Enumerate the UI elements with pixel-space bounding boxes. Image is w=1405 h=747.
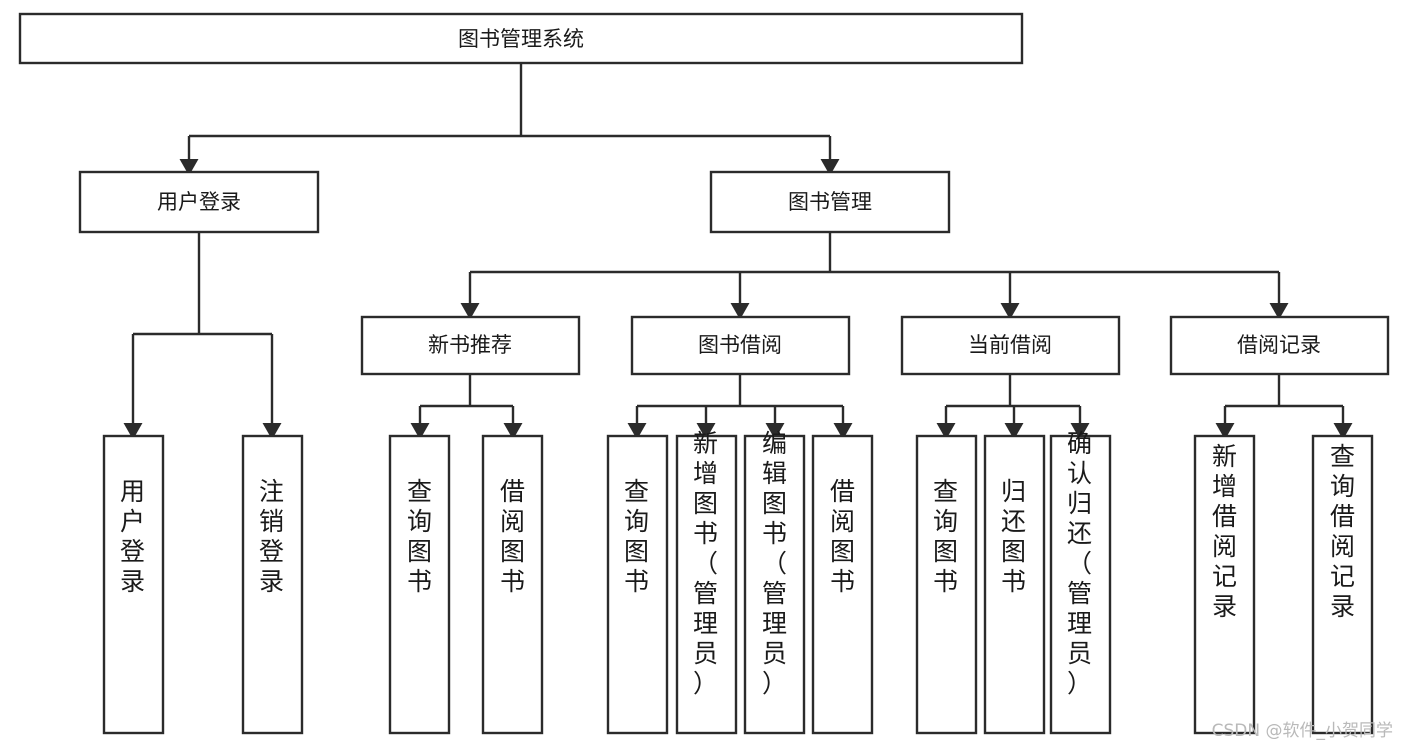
node-new-book-recommend-label: 新书推荐 <box>428 333 512 357</box>
leaf-book-borrow-1[interactable] <box>606 434 669 735</box>
node-book-manage[interactable]: 图书管理 <box>709 170 951 234</box>
leaf-user-login-1[interactable] <box>102 434 165 735</box>
leaf-user-login-2-box[interactable] <box>241 434 304 735</box>
leaf-user-login-2[interactable] <box>241 434 304 735</box>
leaf-current-borrow-3[interactable] <box>1049 434 1112 735</box>
leaf-book-borrow-2-label: 新增图书（管理员） <box>693 429 719 698</box>
leaf-book-borrow-1-label: 查询图书 <box>624 477 650 596</box>
leaf-book-borrow-2-box[interactable] <box>675 434 738 735</box>
connector-layer <box>123 63 1353 440</box>
leaf-user-login-2-label: 注销登录 <box>259 477 285 596</box>
node-borrow-record[interactable]: 借阅记录 <box>1169 315 1390 376</box>
leaf-new-book-1-label: 查询图书 <box>407 477 433 596</box>
leaf-borrow-record-2[interactable] <box>1311 434 1374 735</box>
node-current-borrow[interactable]: 当前借阅 <box>900 315 1121 376</box>
leaf-current-borrow-3-label: 确认归还（管理员） <box>1067 429 1093 698</box>
leaf-borrow-record-2-label: 查询借阅记录 <box>1330 442 1356 621</box>
node-book-borrow[interactable]: 图书借阅 <box>630 315 851 376</box>
node-new-book-recommend[interactable]: 新书推荐 <box>360 315 581 376</box>
node-user-login-box[interactable] <box>78 170 320 234</box>
leaf-current-borrow-1[interactable] <box>915 434 978 735</box>
node-book-manage-label: 图书管理 <box>788 190 872 214</box>
node-borrow-record-label: 借阅记录 <box>1237 333 1321 357</box>
leaf-user-login-1-label: 用户登录 <box>120 477 146 596</box>
node-root-label: 图书管理系统 <box>458 27 584 51</box>
node-new-book-recommend-box[interactable] <box>360 315 581 376</box>
leaf-new-book-1[interactable] <box>388 434 451 735</box>
leaf-book-borrow-4[interactable] <box>811 434 874 735</box>
leaf-book-borrow-2[interactable] <box>675 434 738 735</box>
leaf-borrow-record-2-box[interactable] <box>1311 434 1374 735</box>
leaf-book-borrow-3-box[interactable] <box>743 434 806 735</box>
node-user-login[interactable]: 用户登录 <box>78 170 320 234</box>
leaf-new-book-2-box[interactable] <box>481 434 544 735</box>
leaf-current-borrow-2-label: 归还图书 <box>1001 477 1027 596</box>
leaf-new-book-2[interactable] <box>481 434 544 735</box>
leaf-book-borrow-4-label: 借阅图书 <box>830 477 856 596</box>
leaf-new-book-2-label: 借阅图书 <box>500 477 526 596</box>
leaf-current-borrow-1-box[interactable] <box>915 434 978 735</box>
node-book-manage-box[interactable] <box>709 170 951 234</box>
node-book-borrow-box[interactable] <box>630 315 851 376</box>
leaf-user-login-1-box[interactable] <box>102 434 165 735</box>
leaf-book-borrow-4-box[interactable] <box>811 434 874 735</box>
leaf-book-borrow-3-label: 编辑图书（管理员） <box>762 429 788 698</box>
leaf-current-borrow-1-label: 查询图书 <box>933 477 959 596</box>
node-root[interactable]: 图书管理系统 <box>18 12 1024 65</box>
leaf-borrow-record-1-box[interactable] <box>1193 434 1256 735</box>
node-root-box[interactable] <box>18 12 1024 65</box>
leaf-borrow-record-1-label: 新增借阅记录 <box>1212 442 1238 621</box>
leaf-borrow-record-1[interactable] <box>1193 434 1256 735</box>
leaf-book-borrow-3[interactable] <box>743 434 806 735</box>
node-current-borrow-label: 当前借阅 <box>968 333 1052 357</box>
leaf-current-borrow-3-box[interactable] <box>1049 434 1112 735</box>
node-book-borrow-label: 图书借阅 <box>698 333 782 357</box>
node-current-borrow-box[interactable] <box>900 315 1121 376</box>
leaf-book-borrow-1-box[interactable] <box>606 434 669 735</box>
leaf-current-borrow-2[interactable] <box>983 434 1046 735</box>
leaf-new-book-1-box[interactable] <box>388 434 451 735</box>
node-borrow-record-box[interactable] <box>1169 315 1390 376</box>
leaf-label-layer: 用户登录 注销登录 查询图书 借阅图书 查询图书 新增图书（管理员） 编辑图书（… <box>120 429 1356 698</box>
leaf-current-borrow-2-box[interactable] <box>983 434 1046 735</box>
node-user-login-label: 用户登录 <box>157 190 241 214</box>
